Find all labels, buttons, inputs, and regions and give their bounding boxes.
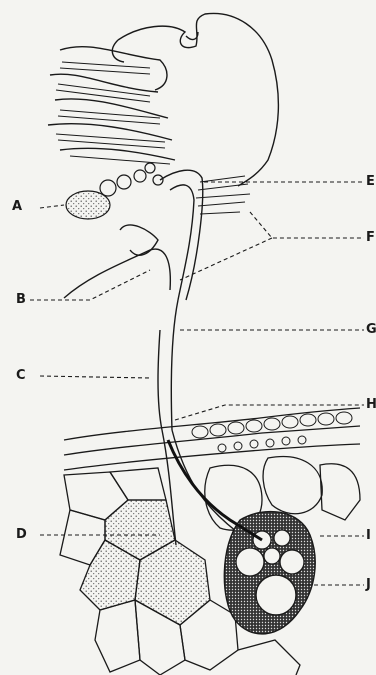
label-a: A [12, 200, 22, 213]
label-f: F [366, 231, 375, 244]
label-j: J [366, 578, 371, 591]
label-g: G [366, 323, 376, 336]
pollen-cluster [66, 163, 163, 219]
vascular-bundle [224, 512, 315, 634]
leader-lines [30, 182, 364, 585]
leaf-upper [48, 13, 278, 186]
label-b: B [16, 293, 26, 306]
germinating-structure [64, 170, 248, 545]
label-e: E [366, 175, 375, 188]
label-d: D [16, 528, 27, 541]
label-h: H [366, 398, 376, 411]
label-i: I [366, 529, 371, 542]
label-c: C [16, 369, 26, 382]
